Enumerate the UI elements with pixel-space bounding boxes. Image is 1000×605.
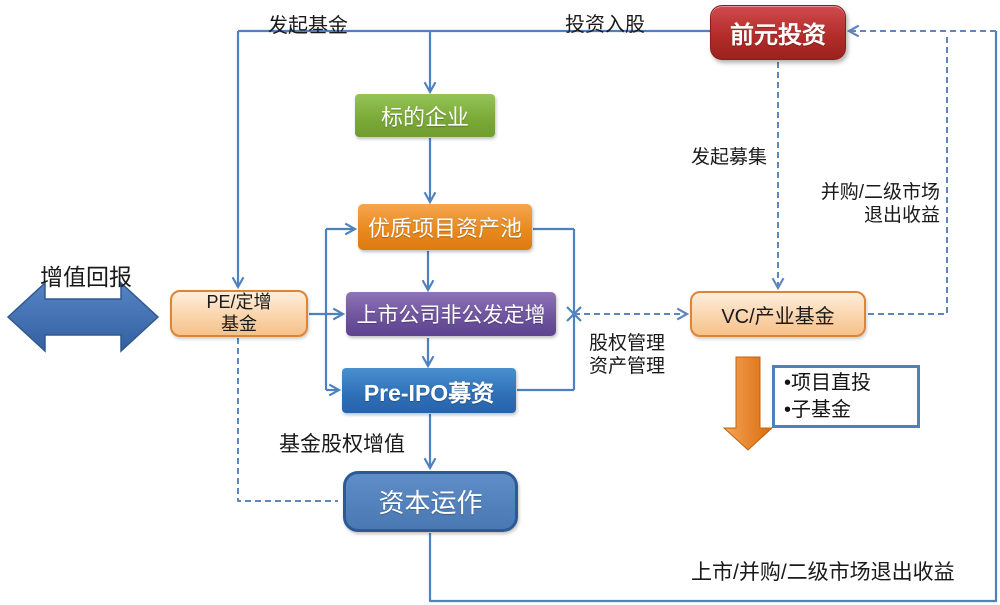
node-pe-fund: PE/定增 基金 xyxy=(170,290,308,337)
edge-vc-return-up xyxy=(868,33,948,315)
node-pre-ipo: Pre-IPO募资 xyxy=(342,368,516,413)
node-qianyuan-investment: 前元投资 xyxy=(710,5,846,60)
label-ma-exit-line2: 退出收益 xyxy=(863,205,940,226)
invest-mode-direct: •项目直投 xyxy=(784,371,872,394)
label-fund-equity-appreciation: 基金股权增值 xyxy=(279,433,405,456)
vc-downstream-arrow xyxy=(722,356,774,451)
label-invest-stake: 投资入股 xyxy=(565,14,645,36)
label-initiate-fund: 发起基金 xyxy=(268,15,348,37)
label-equity-mgmt: 股权管理 xyxy=(589,333,666,354)
label-bottom-exit-income: 上市/并购/二级市场退出收益 xyxy=(691,561,955,584)
vc-invest-modes-box: •项目直投 •子基金 xyxy=(772,365,920,428)
node-capital-operation: 资本运作 xyxy=(343,471,518,532)
node-asset-pool: 优质项目资产池 xyxy=(358,204,532,250)
node-vc-fund: VC/产业基金 xyxy=(690,291,866,337)
pe-fund-line2: 基金 xyxy=(221,313,257,334)
node-private-placement: 上市公司非公发定增 xyxy=(346,292,556,336)
invest-mode-subfund: •子基金 xyxy=(784,398,852,421)
label-value-return: 增值回报 xyxy=(40,264,132,290)
node-target-company: 标的企业 xyxy=(355,94,495,137)
label-ma-secondary-exit: 并购/二级市场 退出收益 xyxy=(812,181,940,227)
label-ma-exit-line1: 并购/二级市场 xyxy=(820,182,940,203)
pe-fund-line1: PE/定增 xyxy=(206,291,272,312)
label-initiate-raise: 发起募集 xyxy=(691,147,768,168)
label-equity-asset-management: 股权管理 资产管理 xyxy=(589,332,665,378)
label-asset-mgmt: 资产管理 xyxy=(589,356,666,377)
edge-capital-to-qianyuan-return xyxy=(428,31,998,603)
value-return-double-arrow xyxy=(6,281,160,353)
edge-pe-to-capital-dashed xyxy=(237,338,338,502)
